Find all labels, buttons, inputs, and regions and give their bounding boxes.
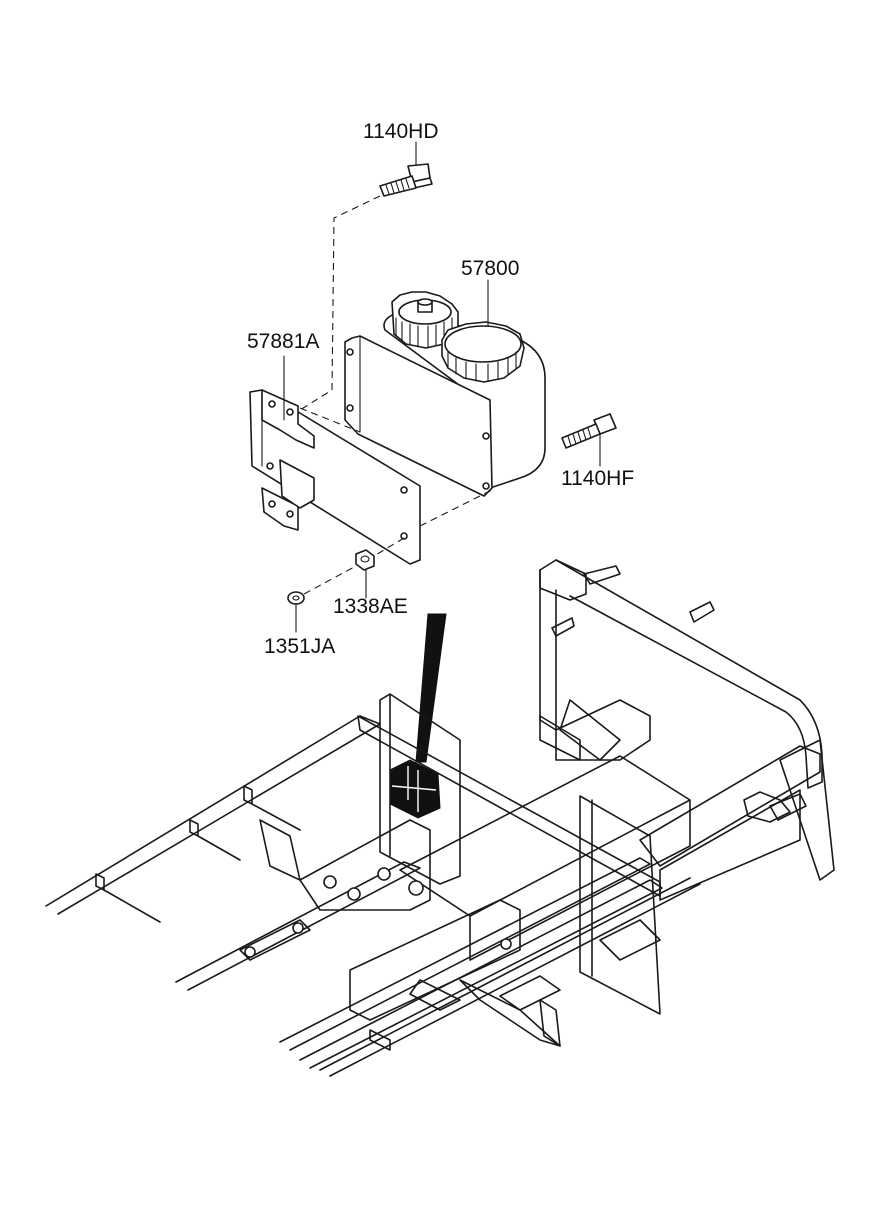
reservoir-57800: [344, 291, 546, 497]
label-1140hd: 1140HD: [363, 120, 439, 143]
label-57800: 57800: [461, 257, 520, 280]
bolt-1140hf: [561, 413, 617, 449]
bolt-1140hd: [379, 163, 433, 197]
label-1338ae: 1338AE: [333, 595, 408, 618]
leader-bolt-1140hd: [299, 195, 381, 411]
leader-reservoir-bracket-lower: [419, 489, 493, 527]
leader-reservoir-bracket: [299, 407, 361, 433]
label-1351ja: 1351JA: [264, 635, 336, 658]
bracket-57881a: [249, 389, 421, 565]
label-57881a: 57881A: [247, 330, 320, 353]
location-pointer: [415, 613, 447, 763]
nut-1338ae: [355, 537, 405, 571]
vehicle-frame: [45, 559, 835, 1077]
label-1140hf: 1140HF: [561, 467, 635, 490]
